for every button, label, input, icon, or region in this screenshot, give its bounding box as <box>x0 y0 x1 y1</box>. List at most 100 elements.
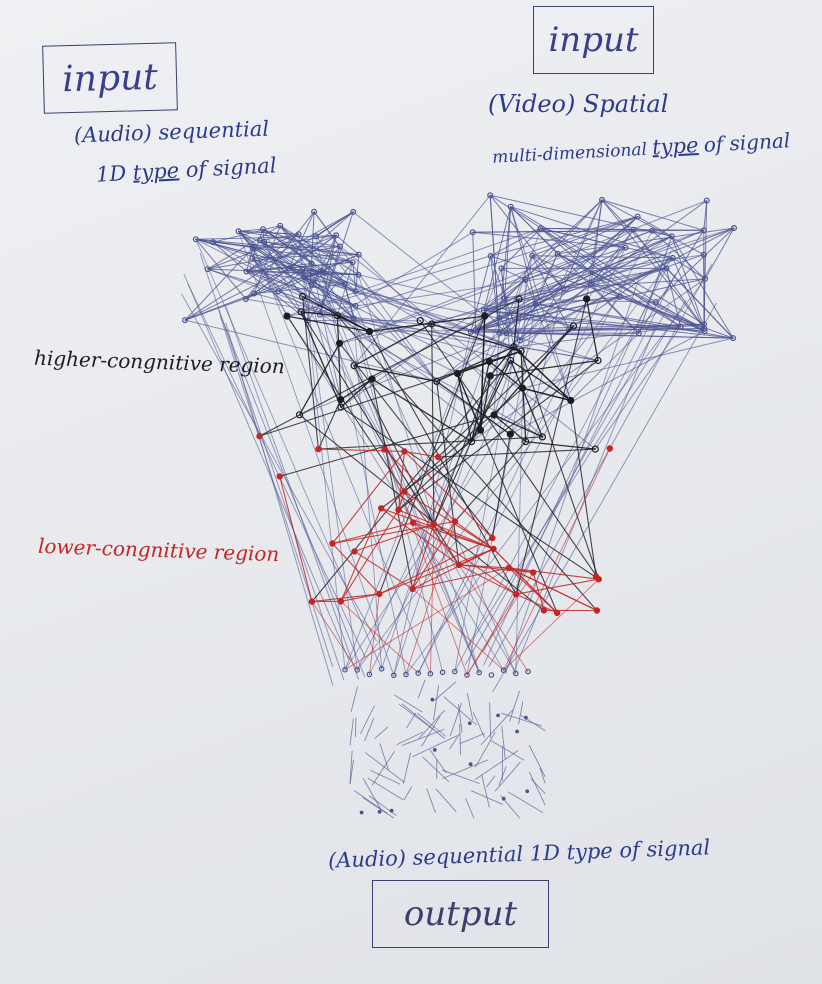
neuron-node <box>487 253 494 260</box>
neuron-node <box>249 255 256 262</box>
neuron-node <box>355 271 362 278</box>
connection-line <box>456 372 558 614</box>
connection-line <box>367 777 404 801</box>
connection-line <box>246 233 300 272</box>
connection-line <box>360 705 375 735</box>
connection-line <box>354 717 357 738</box>
connection-line <box>524 279 572 401</box>
connection-line <box>357 274 480 673</box>
connection-line <box>251 254 360 259</box>
neuron-node <box>285 265 292 272</box>
connection-line <box>671 235 734 339</box>
neuron-node <box>235 228 242 235</box>
neuron-node <box>529 252 536 259</box>
connection-line <box>246 271 304 297</box>
neuron-node <box>489 534 496 542</box>
neuron-node <box>522 276 529 283</box>
neuron-node <box>622 244 629 251</box>
connection-line <box>412 588 505 671</box>
connection-line <box>459 733 485 745</box>
left-input-of-signal: of signal <box>185 153 278 183</box>
connection-line <box>340 509 400 602</box>
connection-line <box>187 283 366 658</box>
connection-line <box>531 216 639 257</box>
connection-line <box>637 216 673 237</box>
connection-line <box>422 756 450 782</box>
connection-line <box>380 507 460 566</box>
connection-line <box>412 548 495 590</box>
connection-line <box>195 235 317 240</box>
connection-line <box>336 261 354 317</box>
left-input-label: input <box>61 56 159 100</box>
output-node <box>501 796 506 801</box>
connection-line <box>218 309 366 678</box>
connection-line <box>458 564 510 569</box>
neuron-node <box>594 356 602 365</box>
connection-line <box>505 273 641 675</box>
connection-line <box>344 267 502 671</box>
output-node <box>525 789 530 794</box>
neuron-node <box>260 226 267 233</box>
connection-line <box>504 267 667 299</box>
neuron-node <box>630 226 637 233</box>
neuron-node <box>409 519 417 526</box>
blue-network-layer <box>181 192 737 693</box>
neuron-node <box>606 445 614 452</box>
connection-line <box>365 752 405 783</box>
connection-line <box>380 491 405 509</box>
connection-line <box>532 571 545 611</box>
connection-line <box>195 238 346 285</box>
connection-line <box>340 600 419 674</box>
connection-line <box>403 387 524 493</box>
neuron-node <box>467 328 474 335</box>
connection-line <box>331 522 414 545</box>
connection-line <box>353 523 435 552</box>
connection-line <box>372 751 395 786</box>
output-node <box>467 721 472 726</box>
connection-line <box>331 450 405 545</box>
neuron-node <box>730 335 737 342</box>
connection-line <box>535 303 682 328</box>
neuron-node <box>455 561 463 569</box>
neuron-node <box>700 321 707 328</box>
connection-line <box>340 507 382 602</box>
connection-line <box>510 206 537 305</box>
connection-line <box>521 387 572 402</box>
connection-line <box>475 731 496 768</box>
connection-line <box>335 234 360 256</box>
connection-line <box>506 323 705 334</box>
neuron-node <box>337 598 345 605</box>
output-node <box>488 672 495 678</box>
connection-line <box>403 450 493 539</box>
connection-line <box>507 791 544 813</box>
connection-line <box>349 718 354 746</box>
connection-line <box>531 255 674 259</box>
connection-line <box>378 315 486 595</box>
connection-line <box>435 788 457 813</box>
connection-line <box>397 359 599 511</box>
neuron-node <box>538 433 547 441</box>
connection-line <box>300 311 342 408</box>
connection-line <box>493 325 575 416</box>
neuron-node <box>677 323 684 330</box>
connection-line <box>246 247 254 272</box>
connection-line <box>471 278 706 443</box>
connection-line <box>518 229 705 300</box>
neuron-node <box>588 280 595 287</box>
neuron-node <box>469 229 476 236</box>
connection-line <box>458 564 517 595</box>
neuron-node <box>299 292 307 301</box>
neuron-node <box>598 196 605 203</box>
connection-line <box>357 274 574 327</box>
left-input-box: input <box>42 42 178 114</box>
output-node <box>515 729 519 734</box>
neuron-node <box>506 430 514 438</box>
connection-line <box>394 694 423 713</box>
neuron-node <box>308 598 316 605</box>
connection-line <box>258 360 490 437</box>
neuron-node <box>351 548 358 555</box>
neuron-node <box>703 197 710 204</box>
neuron-node <box>249 245 256 252</box>
neuron-node <box>554 609 561 617</box>
